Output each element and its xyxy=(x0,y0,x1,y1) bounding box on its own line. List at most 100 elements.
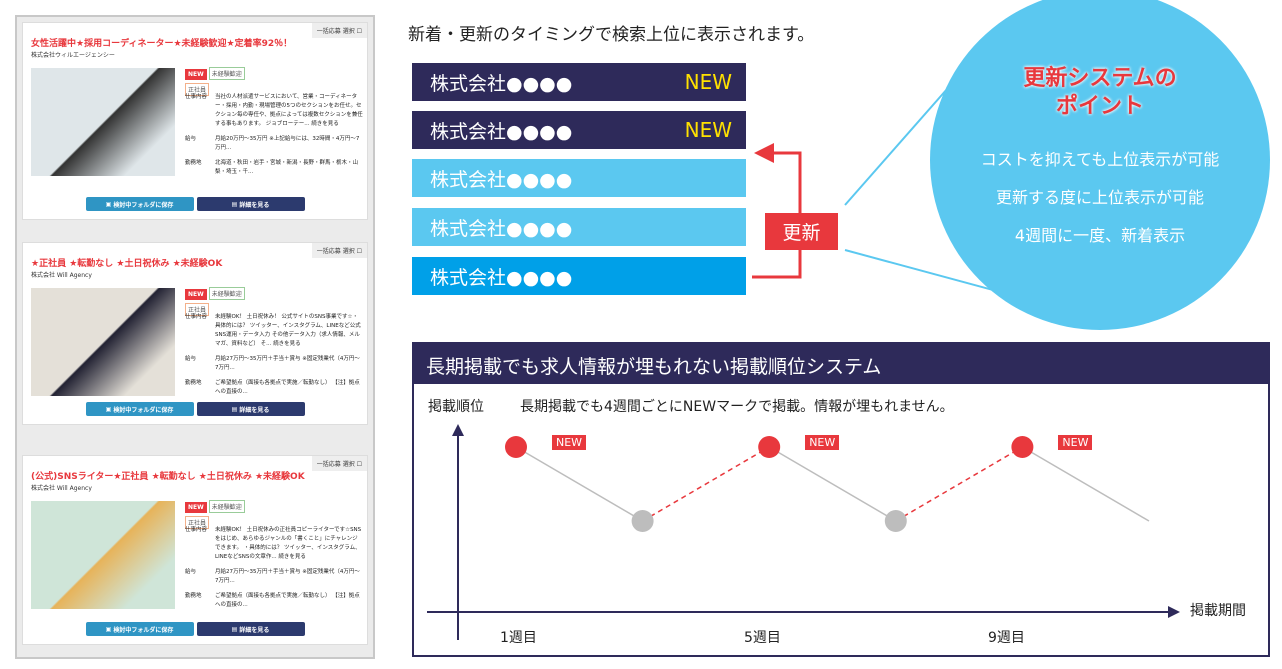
ranking-bar: 株式会社●●●● xyxy=(412,257,746,295)
select-label: 一括応募 選択 xyxy=(316,28,355,35)
row-value: ご希望拠点（面接も各拠点で実施／転勤なし） 【注】拠点への直接の... xyxy=(215,380,360,395)
company-label: 株式会社●●●● xyxy=(430,266,573,289)
row-key: 勤務地 xyxy=(185,160,202,166)
save-label: 検討中フォルダに保存 xyxy=(113,201,174,209)
job-photo xyxy=(31,288,175,396)
row-value: 北海道・秋田・岩手・宮城・新潟・長野・群馬・栃木・山梨・埼玉・千... xyxy=(215,160,359,175)
select-label: 一括応募 選択 xyxy=(316,461,355,468)
row-value: ご希望拠点（面接も各拠点で実施／転勤なし） 【注】拠点への直接の... xyxy=(215,593,360,608)
new-badge: NEW xyxy=(185,502,207,513)
company-label: 株式会社●●●● xyxy=(430,217,573,240)
job-details: 仕事内容未経験OK！ 土日祝休みの正社員コピーライターです☆SNSをはじめ、あら… xyxy=(185,526,363,616)
row-value: 月給27万円～35万円＋手当＋賞与 ※固定残業代（4万円～7万円... xyxy=(215,356,360,371)
point-title-line2: ポイント xyxy=(1055,94,1144,119)
folder-icon: ▣ xyxy=(105,625,114,633)
job-photo xyxy=(31,501,175,609)
tag: 正社員 xyxy=(185,516,210,529)
job-detail-row: 給与 月給20万円～35万円 ※上記給与には、32時間・4万円～7万円... xyxy=(185,135,363,153)
view-details-button[interactable]: ▤ 詳細を見る xyxy=(196,197,305,211)
save-folder-button[interactable]: ▣ 検討中フォルダに保存 xyxy=(85,402,194,416)
save-folder-button[interactable]: ▣ 検討中フォルダに保存 xyxy=(85,622,194,636)
row-value: 月給27万円～35万円＋手当＋賞与 ※固定残業代（4万円～7万円... xyxy=(215,569,360,584)
new-label: NEW xyxy=(552,435,587,450)
tag: 未経験歓迎 xyxy=(208,287,245,300)
job-details: 仕事内容未経験OK！ 土日祝休み！ 公式サイトのSNS事業です☆・具体的には？ … xyxy=(185,313,363,403)
new-badge: NEW xyxy=(684,70,732,94)
job-photo xyxy=(31,68,175,176)
panel-subtitle: 長期掲載でも4週間ごとにNEWマークで掲載。情報が埋もれません。 xyxy=(520,399,954,415)
new-badge: NEW xyxy=(684,118,732,142)
y-axis-label: 掲載順位 xyxy=(428,399,484,415)
job-title[interactable]: ★正社員 ★転勤なし ★土日祝休み ★未経験OK xyxy=(31,259,223,269)
panel-title: 長期掲載でも求人情報が埋もれない掲載順位システム xyxy=(414,344,1268,384)
point-item: 4週間に一度、新着表示 xyxy=(1014,226,1186,245)
job-detail-row: 仕事内容 当社の人材派遣サービスにおいて、営業・コーディネーター・採用・内勤・現場… xyxy=(185,93,363,129)
row-key: 給与 xyxy=(185,569,197,575)
row-key: 仕事内容 xyxy=(185,94,208,100)
job-card: 一括応募 選択 ☐ (公式)SNSライター★正社員 ★転勤なし ★土日祝休み ★… xyxy=(22,455,368,645)
bulk-apply-checkbox[interactable]: 一括応募 選択 ☐ xyxy=(311,456,367,471)
list-icon: ▤ xyxy=(231,405,240,413)
folder-icon: ▣ xyxy=(105,200,114,208)
folder-icon: ▣ xyxy=(105,405,114,413)
detail-label: 詳細を見る xyxy=(239,201,270,209)
view-details-button[interactable]: ▤ 詳細を見る xyxy=(196,402,305,416)
row-key: 勤務地 xyxy=(185,380,202,386)
new-badge: NEW xyxy=(185,289,207,300)
tag: 未経験歓迎 xyxy=(208,67,245,80)
ranking-heading: 新着・更新のタイミングで検索上位に表示されます。 xyxy=(408,25,815,45)
row-value: 未経験OK！ 土日祝休みの正社員コピーライターです☆SNSをはじめ、あらゆるジャ… xyxy=(215,527,362,560)
job-title[interactable]: 女性活躍中★採用コーディネーター★未経験歓迎★定着率92％！ xyxy=(31,39,293,49)
update-label: 更新 xyxy=(765,213,838,250)
company-name: 株式会社 Will Agency xyxy=(31,485,92,492)
save-label: 検討中フォルダに保存 xyxy=(113,406,174,414)
x-axis-label: 掲載期間 xyxy=(1190,603,1246,619)
job-detail-row: 勤務地 北海道・秋田・岩手・宮城・新潟・長野・群馬・栃木・山梨・埼玉・千... xyxy=(185,159,363,177)
job-detail-row: 仕事内容未経験OK！ 土日祝休み！ 公式サイトのSNS事業です☆・具体的には？ … xyxy=(185,313,363,349)
list-icon: ▤ xyxy=(231,200,240,208)
x-tick-label: 5週目 xyxy=(744,630,781,646)
job-listing-panel: 一括応募 選択 ☐ 女性活躍中★採用コーディネーター★未経験歓迎★定着率92％！… xyxy=(15,15,375,659)
row-value: 未経験OK！ 土日祝休み！ 公式サイトのSNS事業です☆・具体的には？ ツイッタ… xyxy=(215,314,361,347)
row-key: 給与 xyxy=(185,136,197,142)
row-value: 月給20万円～35万円 ※上記給与には、32時間・4万円～7万円... xyxy=(215,136,360,151)
tag: 正社員 xyxy=(185,303,210,316)
new-badge: NEW xyxy=(185,69,207,80)
job-card: 一括応募 選択 ☐ 女性活躍中★採用コーディネーター★未経験歓迎★定着率92％！… xyxy=(22,22,368,220)
detail-label: 詳細を見る xyxy=(239,406,270,414)
company-label: 株式会社●●●● xyxy=(430,120,573,143)
bulk-apply-checkbox[interactable]: 一括応募 選択 ☐ xyxy=(311,23,367,38)
job-card: 一括応募 選択 ☐ ★正社員 ★転勤なし ★土日祝休み ★未経験OK 株式会社 … xyxy=(22,242,368,425)
job-detail-row: 給与月給27万円～35万円＋手当＋賞与 ※固定残業代（4万円～7万円... xyxy=(185,355,363,373)
new-label: NEW xyxy=(1058,435,1093,450)
save-folder-button[interactable]: ▣ 検討中フォルダに保存 xyxy=(85,197,194,211)
detail-label: 詳細を見る xyxy=(239,626,270,634)
job-detail-row: 勤務地 ご希望拠点（面接も各拠点で実施／転勤なし） 【注】拠点への直接の... xyxy=(185,379,363,397)
company-name: 株式会社 Will Agency xyxy=(31,272,92,279)
ranking-bar: 株式会社●●●●NEW xyxy=(412,63,746,101)
tag: 正社員 xyxy=(185,83,210,96)
row-key: 勤務地 xyxy=(185,593,202,599)
view-details-button[interactable]: ▤ 詳細を見る xyxy=(196,622,305,636)
row-value: 当社の人材派遣サービスにおいて、営業・コーディネーター・採用・内勤・現場管理の5… xyxy=(215,94,363,127)
ranking-bar: 株式会社●●●● xyxy=(412,159,746,197)
new-label: NEW xyxy=(805,435,840,450)
ranking-system-panel: 長期掲載でも求人情報が埋もれない掲載順位システム 掲載順位 長期掲載でも4週間ご… xyxy=(412,342,1270,657)
ranking-bar: 株式会社●●●● xyxy=(412,208,746,246)
x-tick-label: 9週目 xyxy=(988,630,1025,646)
company-name: 株式会社ウィルエージェンシー xyxy=(31,52,115,59)
tag: 未経験歓迎 xyxy=(208,500,245,513)
bulk-apply-checkbox[interactable]: 一括応募 選択 ☐ xyxy=(311,243,367,258)
job-detail-row: 仕事内容未経験OK！ 土日祝休みの正社員コピーライターです☆SNSをはじめ、あら… xyxy=(185,526,363,562)
point-callout: 更新システムのポイント コストを抑えても上位表示が可能更新する度に上位表示が可能… xyxy=(930,65,1270,255)
job-title[interactable]: (公式)SNSライター★正社員 ★転勤なし ★土日祝休み ★未経験OK xyxy=(31,472,305,482)
ranking-bar: 株式会社●●●● NEW xyxy=(412,111,746,149)
point-title: 更新システムのポイント xyxy=(930,65,1270,121)
point-item: 更新する度に上位表示が可能 xyxy=(995,188,1204,207)
save-label: 検討中フォルダに保存 xyxy=(113,626,174,634)
job-detail-row: 給与 月給27万円～35万円＋手当＋賞与 ※固定残業代（4万円～7万円... xyxy=(185,568,363,586)
point-title-line1: 更新システムの xyxy=(1023,66,1177,91)
